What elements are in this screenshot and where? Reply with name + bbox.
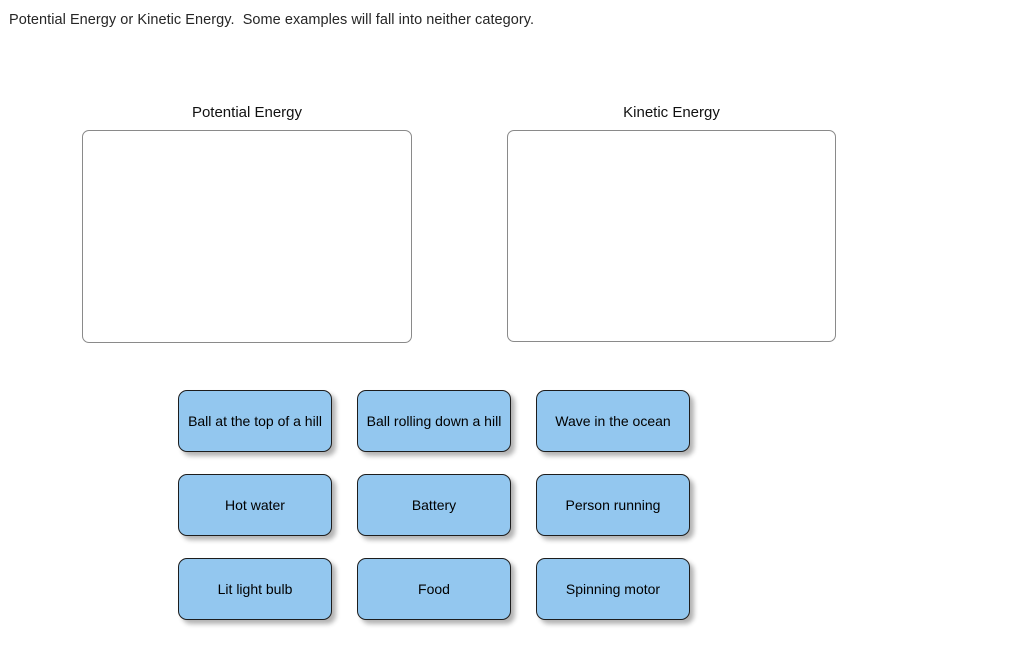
draggable-tile[interactable]: Person running — [536, 474, 690, 536]
draggable-tile[interactable]: Hot water — [178, 474, 332, 536]
draggable-tile[interactable]: Lit light bulb — [178, 558, 332, 620]
category-potential-energy: Potential Energy — [82, 103, 412, 343]
draggable-tile[interactable]: Wave in the ocean — [536, 390, 690, 452]
draggable-tile[interactable]: Battery — [357, 474, 511, 536]
tile-label: Wave in the ocean — [555, 412, 671, 429]
tile-label: Ball at the top of a hill — [188, 412, 322, 429]
instruction-text: Potential Energy or Kinetic Energy. Some… — [9, 12, 535, 28]
draggable-tile[interactable]: Ball rolling down a hill — [357, 390, 511, 452]
category-kinetic-energy: Kinetic Energy — [507, 103, 836, 342]
tile-label: Spinning motor — [565, 580, 661, 597]
tile-label: Person running — [565, 496, 661, 513]
category-title-potential-energy: Potential Energy — [191, 104, 303, 121]
draggable-tile[interactable]: Food — [357, 558, 511, 620]
tile-tray: Ball at the top of a hill Ball rolling d… — [178, 390, 692, 620]
dropzone-kinetic-energy[interactable] — [507, 130, 836, 342]
tile-label: Lit light bulb — [217, 580, 293, 597]
category-title-kinetic-energy: Kinetic Energy — [623, 104, 720, 121]
tile-label: Food — [418, 580, 450, 597]
tile-label: Battery — [411, 496, 457, 513]
draggable-tile[interactable]: Spinning motor — [536, 558, 690, 620]
dropzone-potential-energy[interactable] — [82, 130, 412, 343]
draggable-tile[interactable]: Ball at the top of a hill — [178, 390, 332, 452]
tile-label: Ball rolling down a hill — [366, 412, 502, 429]
tile-label: Hot water — [225, 496, 285, 513]
